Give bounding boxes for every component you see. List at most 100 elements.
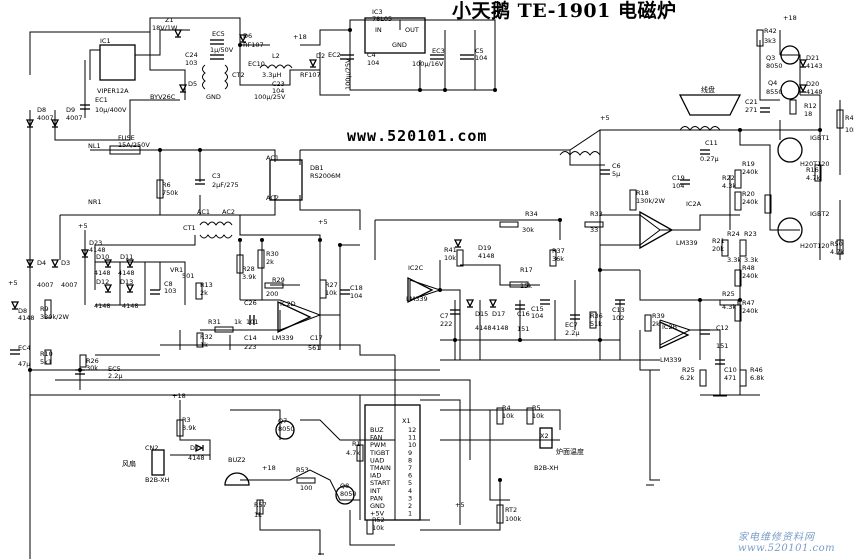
lbl-r39: R39 xyxy=(652,312,665,320)
lbl-d6: D6 xyxy=(243,32,252,40)
lbl-x2-part: B2B-XH xyxy=(534,464,559,472)
lbl-r20: R20 xyxy=(742,190,755,198)
lbl-plus18-right: +18 xyxy=(783,14,797,22)
lbl-r42-val: 3k3 xyxy=(764,37,776,45)
transistors xyxy=(275,45,803,505)
lbl-c15-val: 104 xyxy=(531,312,543,320)
lbl-d20: D20 xyxy=(806,80,819,88)
lbl-igbt1-part: H20T120 xyxy=(800,160,830,168)
lbl-d12-p: 4148 xyxy=(94,302,111,310)
lbl-db1-part: RS2006M xyxy=(310,172,341,180)
x1-pin-name: TMAIN xyxy=(369,464,391,472)
lbl-ic1-part: VIPER12A xyxy=(97,87,129,95)
ground-symbols xyxy=(78,394,727,555)
lbl-c17: C17 xyxy=(310,334,323,342)
component-labels: IC1 VIPER12A IC3 78L05 IN OUT GND Z1 18V… xyxy=(8,8,854,532)
lbl-ec10-val: 100μ/25V xyxy=(254,93,286,101)
lbl-r22-val: 4.3k xyxy=(722,182,736,190)
lbl-d3: D3 xyxy=(61,259,70,267)
lbl-d9: D9 xyxy=(66,106,75,114)
lbl-r32: R32 xyxy=(200,333,213,341)
x1-pin-name: PWM xyxy=(370,441,386,449)
x1-pin-number: 3 xyxy=(408,494,412,502)
lbl-r53: R53 xyxy=(296,466,309,474)
lbl-c14: C14 xyxy=(244,334,257,342)
lbl-r47-val: 240k xyxy=(742,307,758,315)
x1-pin-number: 11 xyxy=(408,434,416,442)
lbl-plus5-top: +5 xyxy=(493,8,503,16)
lbl-igbt1: IGBT1 xyxy=(810,134,830,142)
lbl-d12: D12 xyxy=(96,278,109,286)
lbl-speaker: 线盘 xyxy=(701,85,715,94)
lbl-ac2b: AC2 xyxy=(222,208,235,216)
lbl-r31: R31 xyxy=(208,318,221,326)
lbl-d10-p: 4148 xyxy=(94,269,111,277)
lbl-r52: R52 xyxy=(372,516,385,524)
lbl-d19-part: 4148 xyxy=(478,252,495,260)
x1-pin-name: BUZ xyxy=(370,426,384,434)
lbl-c19-val: 104 xyxy=(672,182,684,190)
lbl-c18-val: 104 xyxy=(350,292,362,300)
lbl-r13-val: 2k xyxy=(200,289,208,297)
lbl-r46-val: 6.8k xyxy=(750,374,764,382)
lbl-cn2-part: B2B-XH xyxy=(145,476,170,484)
lbl-plus5-mid2: +5 xyxy=(318,218,328,226)
lbl-bottom-plus5: +5 xyxy=(455,501,465,509)
lbl-d21: D21 xyxy=(806,54,819,62)
diodes xyxy=(10,29,808,453)
lbl-d2: D2 xyxy=(316,52,325,60)
lbl-ec3-val: 100μ/16V xyxy=(412,60,444,68)
site-label: www.520101.com xyxy=(347,127,488,145)
x1-pin-name: +5V xyxy=(370,510,385,518)
lbl-vr1-val: 501 xyxy=(182,272,194,280)
lbl-r52-val: 10k xyxy=(372,524,384,532)
lbl-r57-val: 1k xyxy=(254,511,262,519)
x1-pin-number: 12 xyxy=(408,426,416,434)
lbl-d8: D8 xyxy=(37,106,46,114)
lbl-c24: C24 xyxy=(185,51,198,59)
lbl-d10: D10 xyxy=(96,253,109,261)
lbl-r12: R12 xyxy=(804,102,817,110)
lbl-r48: R48 xyxy=(742,264,755,272)
lbl-r36: R36 xyxy=(590,312,603,320)
lbl-ec4: EC4 xyxy=(18,344,31,352)
lbl-rt2-val: 100k xyxy=(505,515,521,523)
lbl-r37-val: 36k xyxy=(552,255,564,263)
lbl-r23-val: 3.3k xyxy=(744,256,758,264)
lbl-ic2b-part: LM339 xyxy=(660,356,682,364)
lbl-plus18-top: +18 xyxy=(293,33,307,41)
lbl-r42: R42 xyxy=(764,27,777,35)
lbl-r36-val: 51k xyxy=(590,320,602,328)
lbl-c18: C18 xyxy=(350,284,363,292)
lbl-r24: R24 xyxy=(727,230,740,238)
x1-pin-number: 1 xyxy=(408,510,412,518)
lbl-r21: R21 xyxy=(712,237,725,245)
x2-body xyxy=(539,427,553,449)
lbl-c16: C16 xyxy=(517,310,530,318)
coil-bowl-icon xyxy=(678,94,742,116)
lbl-ec7-val: 2.2μ xyxy=(565,329,579,337)
resistors xyxy=(44,29,844,535)
lbl-d8b-part: 4148 xyxy=(18,314,35,322)
lbl-r26-val: 30k xyxy=(86,364,98,372)
lbl-r48-val: 240k xyxy=(742,272,758,280)
lbl-ic3: IC3 xyxy=(372,8,383,16)
lbl-d2-part: RF107 xyxy=(300,71,321,79)
lbl-r33-val: 33 xyxy=(590,226,598,234)
lbl-z1: Z1 xyxy=(165,16,174,24)
lbl-c10-val: 471 xyxy=(724,374,736,382)
lbl-d4: D4 xyxy=(37,259,46,267)
lbl-ic3-out: OUT xyxy=(405,26,419,34)
lbl-c10: C10 xyxy=(724,366,737,374)
lbl-ic2d: IC2D xyxy=(280,300,296,308)
lbl-ct1: CT1 xyxy=(183,224,196,232)
lbl-c11: C11 xyxy=(705,139,718,147)
lbl-d7-part: 4148 xyxy=(188,454,205,462)
lbl-c3: C3 xyxy=(212,172,221,180)
lbl-q3: Q3 xyxy=(766,54,775,62)
lbl-r12-val: 18 xyxy=(804,110,812,118)
lbl-d13-p: 4148 xyxy=(122,302,139,310)
lbl-ec5: EC5 xyxy=(212,30,225,38)
lbl-c12-val: 151 xyxy=(716,342,728,350)
